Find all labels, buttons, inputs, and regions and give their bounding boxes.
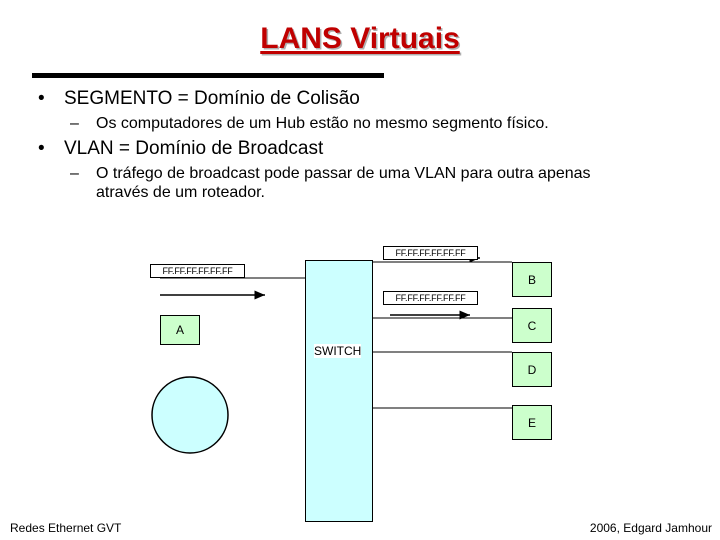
- sub-text: O tráfego de broadcast pode passar de um…: [96, 165, 591, 182]
- sub-item: – Os computadores de um Hub estão no mes…: [70, 114, 549, 133]
- title-rule: [32, 73, 384, 78]
- host-e: E: [512, 405, 552, 440]
- bullet-dot: •: [38, 88, 45, 109]
- broadcast-label-middle: FF.FF.FF.FF.FF.FF: [383, 291, 478, 305]
- bullet-text: SEGMENTO = Domínio de Colisão: [64, 88, 360, 109]
- host-d: D: [512, 352, 552, 387]
- sub-dash: –: [70, 165, 79, 182]
- sub-text: Os computadores de um Hub estão no mesmo…: [96, 115, 549, 132]
- host-a: A: [160, 315, 200, 345]
- switch-box: SWITCH: [305, 260, 373, 522]
- slide-title: LANS Virtuais: [260, 22, 460, 55]
- switch-label: SWITCH: [314, 344, 362, 358]
- footer-right: 2006, Edgard Jamhour: [589, 521, 712, 535]
- sub-dash: –: [70, 115, 79, 132]
- host-c: C: [512, 308, 552, 343]
- hub-circle: [151, 376, 229, 454]
- footer-left: Redes Ethernet GVT: [10, 521, 122, 535]
- bullet-vlan: • VLAN = Domínio de Broadcast: [38, 138, 324, 160]
- sub-text-cont: através de um roteador.: [96, 184, 265, 201]
- bullet-segmento: • SEGMENTO = Domínio de Colisão: [38, 88, 360, 110]
- broadcast-label-top: FF.FF.FF.FF.FF.FF: [383, 246, 478, 260]
- bullet-text: VLAN = Domínio de Broadcast: [64, 138, 324, 159]
- bullet-dot: •: [38, 138, 45, 159]
- sub-item: – O tráfego de broadcast pode passar de …: [70, 164, 591, 202]
- broadcast-label-left: FF.FF.FF.FF.FF.FF: [150, 264, 245, 278]
- host-b: B: [512, 262, 552, 297]
